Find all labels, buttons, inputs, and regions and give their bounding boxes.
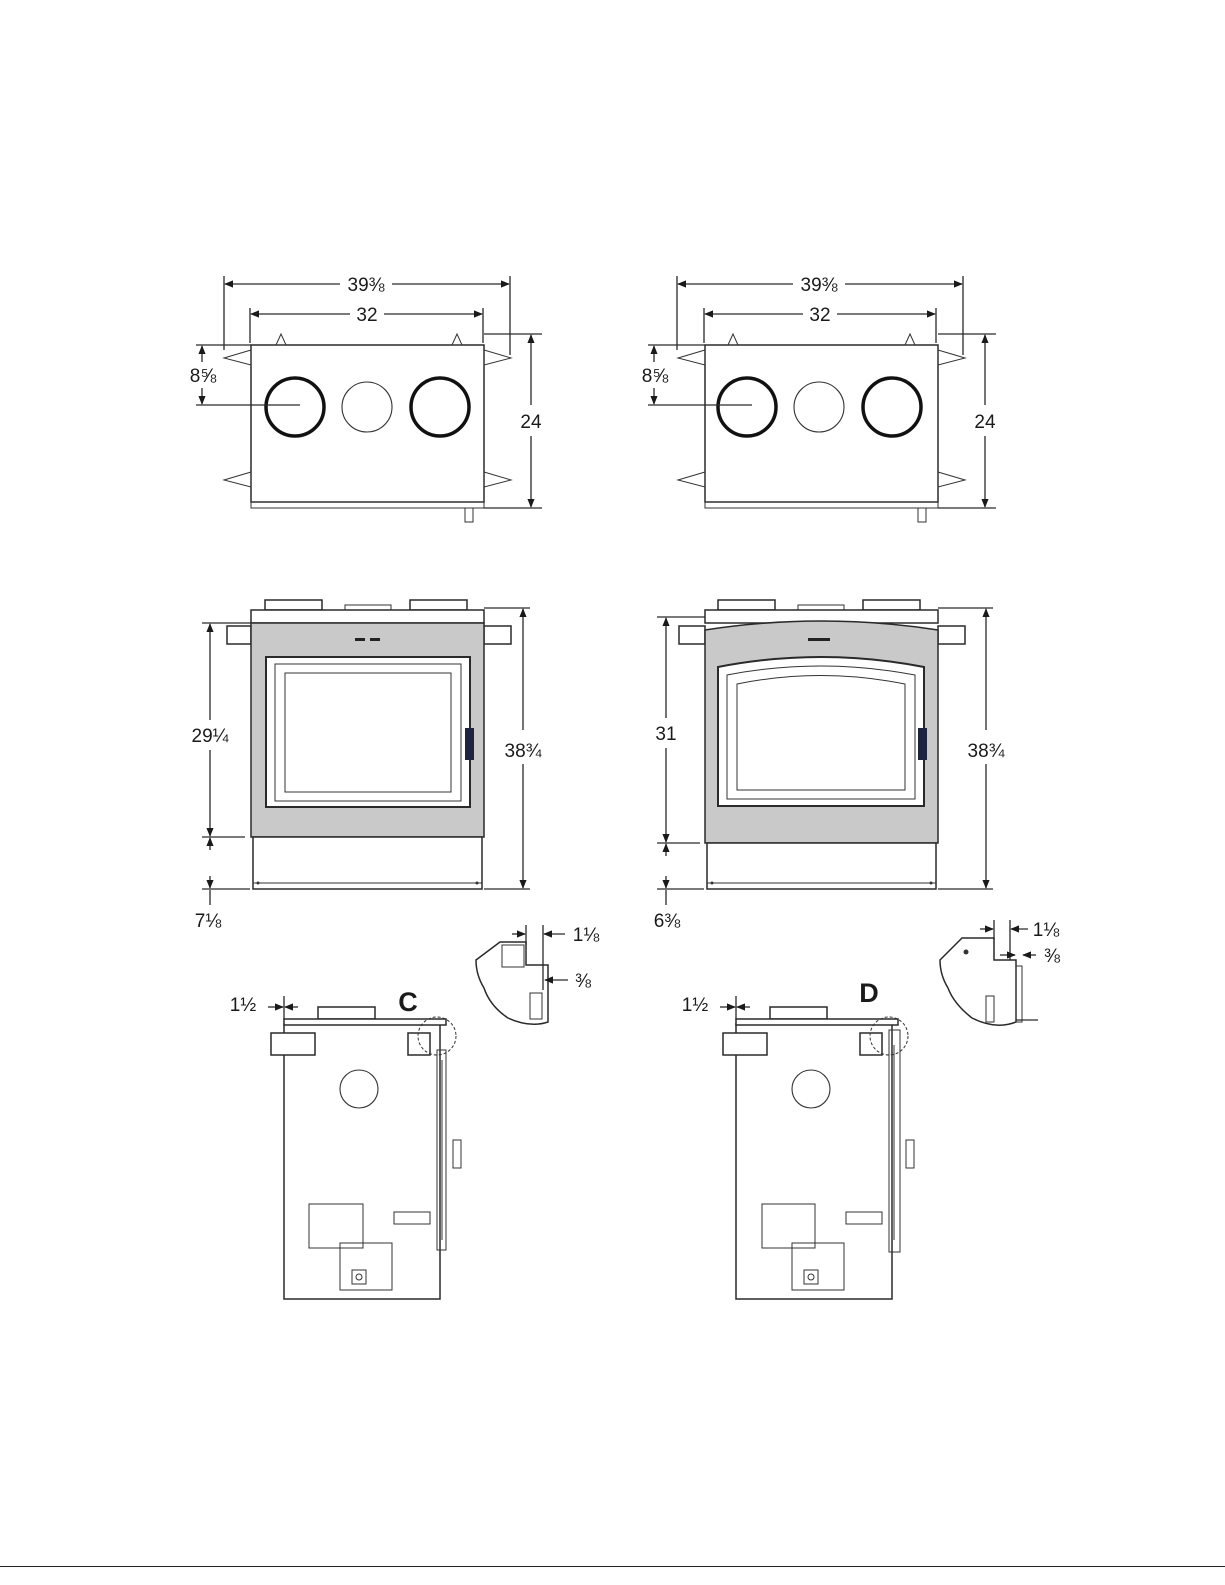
front-view-right: 31 6⅜ 38¾ bbox=[654, 600, 1006, 932]
dim-base-height: 6⅜ bbox=[654, 911, 681, 932]
outside-air-inlet bbox=[792, 1070, 830, 1108]
flue-collar-center bbox=[342, 382, 392, 432]
dim-detail-gap: 1⅛ bbox=[1033, 920, 1060, 941]
dim-overall-height: 38¾ bbox=[505, 741, 543, 762]
dim-detail-thickness: ⅜ bbox=[1044, 946, 1060, 967]
top-view-left: 39⅜ 32 8⅝ 24 bbox=[190, 275, 542, 522]
dim-detail-thickness: ⅜ bbox=[575, 971, 591, 992]
front-view-left: 29¼ 7⅛ 38¾ bbox=[192, 600, 543, 932]
flue-collar-left bbox=[718, 378, 776, 436]
side-view-right: D 1½ 1⅛ ⅜ bbox=[682, 920, 1060, 1299]
dim-base-height: 7⅛ bbox=[195, 911, 222, 932]
dim-depth: 24 bbox=[520, 412, 542, 433]
dim-face-height: 31 bbox=[655, 724, 676, 745]
top-view-right: 39⅜ 32 8⅝ 24 bbox=[642, 275, 996, 522]
dim-depth: 24 bbox=[974, 412, 996, 433]
dim-overall-height: 38¾ bbox=[968, 741, 1006, 762]
door-handle bbox=[465, 728, 474, 760]
dim-flue-spacing: 32 bbox=[809, 305, 830, 326]
page-bottom-rule bbox=[0, 1566, 1225, 1567]
dim-overall-width: 39⅜ bbox=[801, 275, 838, 296]
dim-side-offset: 1½ bbox=[230, 995, 257, 1016]
side-view-left: C 1½ 1⅛ ⅜ bbox=[230, 925, 600, 1299]
dim-flue-offset: 8⅝ bbox=[642, 366, 669, 387]
dim-detail-gap: 1⅛ bbox=[573, 925, 600, 946]
flue-collar-right bbox=[863, 378, 921, 436]
door-frame bbox=[718, 657, 924, 806]
detail-label: D bbox=[859, 978, 879, 1008]
outside-air-inlet bbox=[340, 1070, 378, 1108]
flue-collar-center bbox=[794, 382, 844, 432]
dim-overall-width: 39⅜ bbox=[348, 275, 385, 296]
dim-side-offset: 1½ bbox=[682, 995, 709, 1016]
door-handle bbox=[918, 728, 927, 760]
dim-face-height: 29¼ bbox=[192, 726, 230, 747]
flue-collar-right bbox=[411, 378, 469, 436]
flue-collar-left bbox=[266, 378, 324, 436]
dim-flue-offset: 8⅝ bbox=[190, 366, 217, 387]
detail-label: C bbox=[398, 987, 418, 1017]
door-frame bbox=[266, 657, 470, 807]
dim-flue-spacing: 32 bbox=[356, 305, 377, 326]
